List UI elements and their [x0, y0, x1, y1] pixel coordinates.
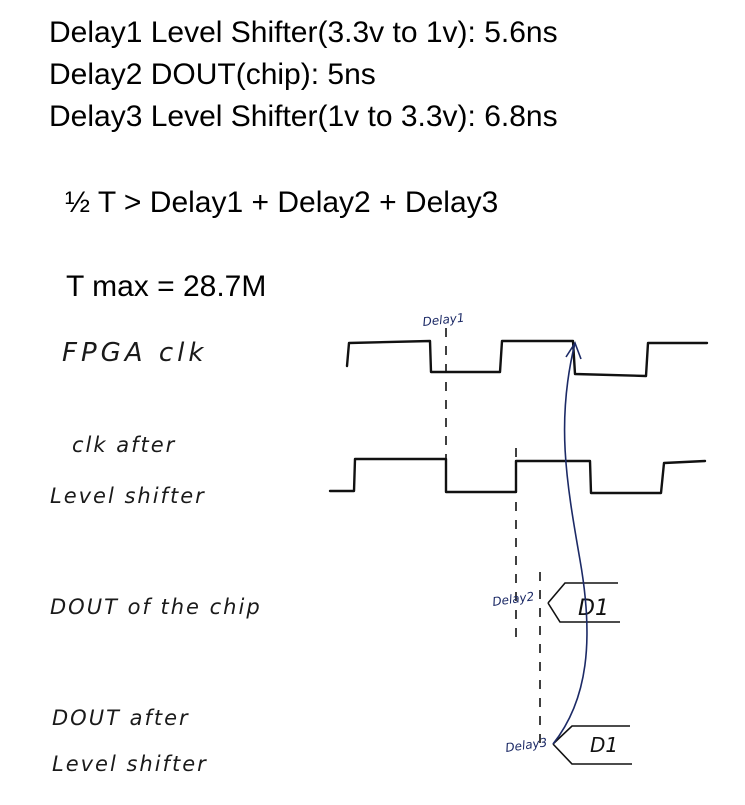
delay2-spec: Delay2 DOUT(chip): 5ns	[49, 58, 376, 91]
dout-chip-d1: D1	[578, 596, 609, 621]
dout-after-transition	[552, 725, 632, 765]
dout-after-label-line2: Level shifter	[52, 752, 208, 776]
fpga-clk-waveform	[345, 339, 709, 378]
delay1-spec: Delay1 Level Shifter(3.3v to 1v): 5.6ns	[49, 16, 558, 49]
fpga-clk-label: FPGA clk	[62, 338, 208, 368]
dout-chip-label: DOUT of the chip	[50, 595, 262, 619]
timing-arrow-head	[565, 341, 582, 360]
tmax-result: T max = 28.7M	[66, 270, 267, 303]
dout-after-d1: D1	[590, 733, 618, 757]
clk-after-shifter-waveform	[328, 457, 707, 495]
delay3-annotation: Delay3	[504, 735, 548, 755]
clk-after-label-line2: Level shifter	[50, 484, 206, 508]
delay3-spec: Delay3 Level Shifter(1v to 3.3v): 6.8ns	[49, 100, 558, 133]
timing-arrow	[552, 342, 588, 745]
timing-equation: ½ T > Delay1 + Delay2 + Delay3	[65, 186, 499, 219]
dout-chip-transition	[547, 582, 620, 623]
clk-after-label-line1: clk after	[72, 433, 177, 457]
delay1-annotation: Delay1	[422, 311, 465, 329]
delay2-annotation: Delay2	[491, 589, 535, 609]
dout-after-label-line1: DOUT after	[52, 706, 190, 730]
